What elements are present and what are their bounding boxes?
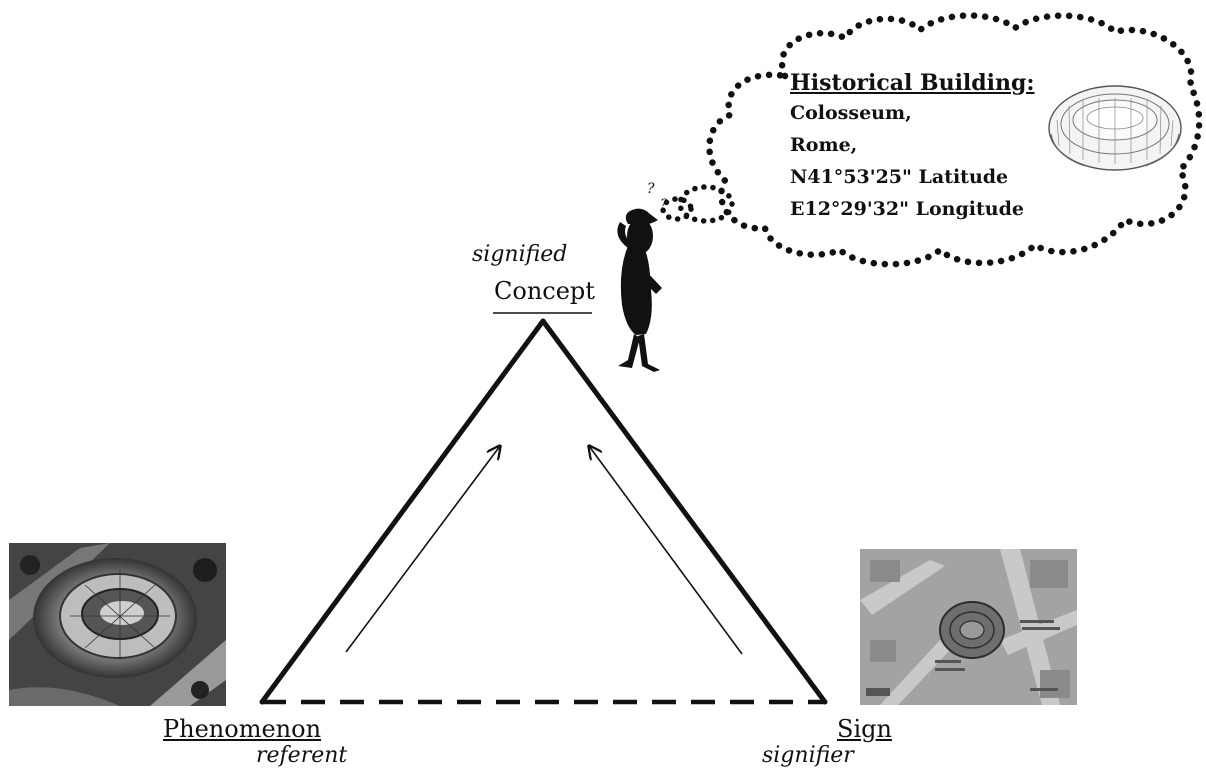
thought-line: Rome, xyxy=(790,134,858,156)
phenomenon-label: Phenomenon xyxy=(163,715,322,743)
question-mark: ? xyxy=(647,181,655,197)
street-map-icon xyxy=(860,549,1077,705)
thought-line: N41°53'25" Latitude xyxy=(790,166,1009,188)
concept-role-label: signified xyxy=(472,242,568,267)
thought-heading: Historical Building: xyxy=(790,70,1035,96)
thought-line: E12°29'32" Longitude xyxy=(790,198,1024,220)
triangle-left-edge xyxy=(259,318,546,705)
signifier-label: signifier xyxy=(762,743,854,768)
colosseum-sketch-icon xyxy=(1048,85,1182,171)
arrow-referent-to-concept xyxy=(345,446,500,653)
arrow-sign-to-concept xyxy=(589,446,743,655)
triangle-right-edge xyxy=(540,318,828,705)
referent-label: referent xyxy=(256,743,348,768)
thought-line: Colosseum, xyxy=(790,102,912,124)
thinking-person-icon xyxy=(617,208,662,372)
thought-bubbles xyxy=(660,184,735,224)
concept-label: Concept xyxy=(494,277,595,305)
aerial-photo-icon xyxy=(9,543,226,706)
sign-label: Sign xyxy=(837,715,892,743)
question-mark: ? xyxy=(660,197,668,213)
